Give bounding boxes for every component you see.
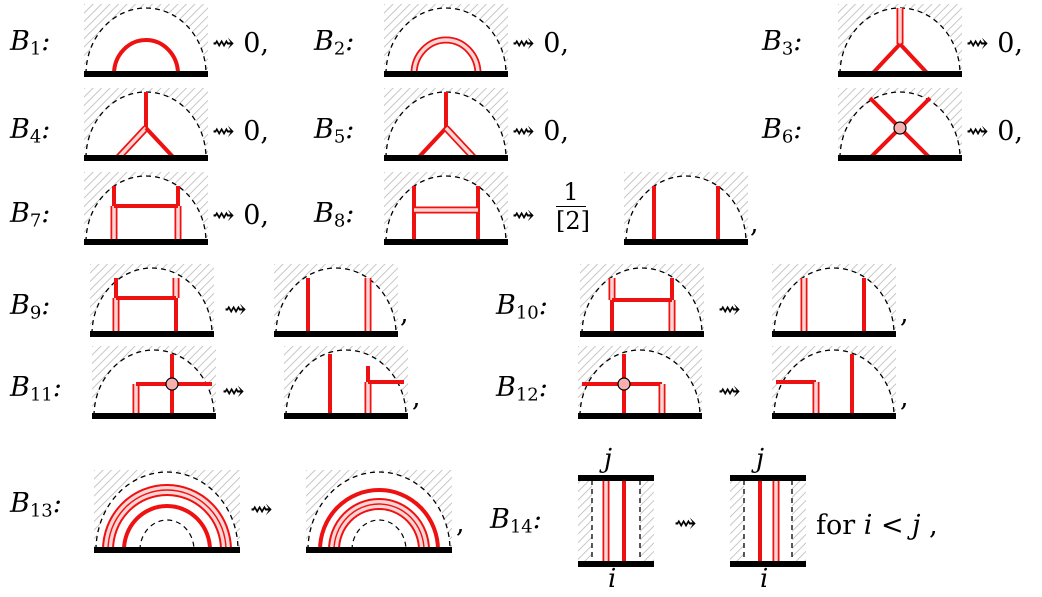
b14-condition-suffix: ,: [929, 510, 938, 541]
b14-condition-text: i < j: [863, 510, 921, 541]
rhs-b14: ⇝: [674, 508, 697, 539]
diagram-b6: [838, 88, 962, 161]
diagram-b3: [838, 4, 962, 77]
comma-b12: ,: [900, 382, 909, 413]
comma-b11: ,: [412, 382, 421, 413]
diagram-b10: [580, 264, 704, 337]
label-b11: B11:: [10, 372, 62, 406]
diagram-b12-result: [772, 346, 896, 419]
diagram-b14-result: [730, 475, 806, 567]
b8-coefficient-denominator: [2]: [556, 207, 590, 236]
b8-coefficient-numerator: 1: [563, 178, 579, 206]
rhs-b4: ⇝ 0,: [212, 116, 269, 147]
rhs-b9: ⇝: [224, 294, 247, 325]
label-b13: B13:: [10, 488, 62, 522]
rhs-b7: ⇝ 0,: [212, 200, 269, 231]
rhs-b11: ⇝: [222, 376, 245, 407]
diagram-b13-result: [306, 470, 452, 553]
b8-coefficient: 1 [2]: [556, 178, 590, 236]
diagram-b11-result: [284, 346, 408, 419]
b14-bottom-label: i: [608, 564, 617, 594]
b14-result-top-label: j: [756, 444, 765, 474]
label-b3: B3:: [762, 26, 803, 60]
diagram-b8-result: [624, 172, 748, 245]
comma-b8: ,: [750, 208, 759, 239]
comma-b10: ,: [900, 298, 909, 329]
rhs-b3: ⇝ 0,: [966, 28, 1023, 59]
rhs-b1: ⇝ 0,: [212, 28, 269, 59]
diagram-b13: [94, 470, 240, 553]
label-b14: B14:: [490, 504, 542, 538]
rhs-b8: ⇝: [512, 200, 535, 231]
rhs-b5: ⇝ 0,: [512, 116, 569, 147]
label-b7: B7:: [10, 198, 51, 232]
rhs-b12: ⇝: [718, 376, 741, 407]
diagram-b8: [384, 172, 508, 245]
label-b6: B6:: [762, 114, 803, 148]
comma-b9: ,: [400, 298, 409, 329]
diagram-b11: [92, 346, 216, 419]
diagram-b4: [84, 88, 208, 161]
diagram-b9: [90, 264, 214, 337]
b14-top-label: j: [604, 444, 613, 474]
diagram-b9-result: [274, 264, 398, 337]
diagram-b14: [578, 475, 654, 567]
b14-condition: for i < j ,: [816, 512, 938, 539]
label-b10: B10:: [496, 290, 548, 324]
diagram-b1: [84, 4, 208, 77]
diagram-b12: [578, 346, 702, 419]
label-b5: B5:: [314, 114, 355, 148]
rhs-b10: ⇝: [718, 294, 741, 325]
diagram-b2: [384, 4, 508, 77]
label-b12: B12:: [496, 372, 548, 406]
diagram-b7: [84, 172, 208, 245]
comma-b13: ,: [456, 508, 465, 539]
rhs-b13: ⇝: [250, 494, 273, 525]
label-b9: B9:: [10, 290, 51, 324]
b14-result-bottom-label: i: [760, 564, 769, 594]
rhs-b6: ⇝ 0,: [966, 116, 1023, 147]
b14-condition-prefix: for: [816, 510, 856, 541]
label-b8: B8:: [314, 198, 355, 232]
label-b4: B4:: [10, 114, 51, 148]
diagram-b10-result: [772, 264, 896, 337]
label-b1: B1:: [10, 26, 51, 60]
rhs-b2: ⇝ 0,: [512, 28, 569, 59]
label-b2: B2:: [314, 26, 355, 60]
diagram-b5: [384, 88, 508, 161]
